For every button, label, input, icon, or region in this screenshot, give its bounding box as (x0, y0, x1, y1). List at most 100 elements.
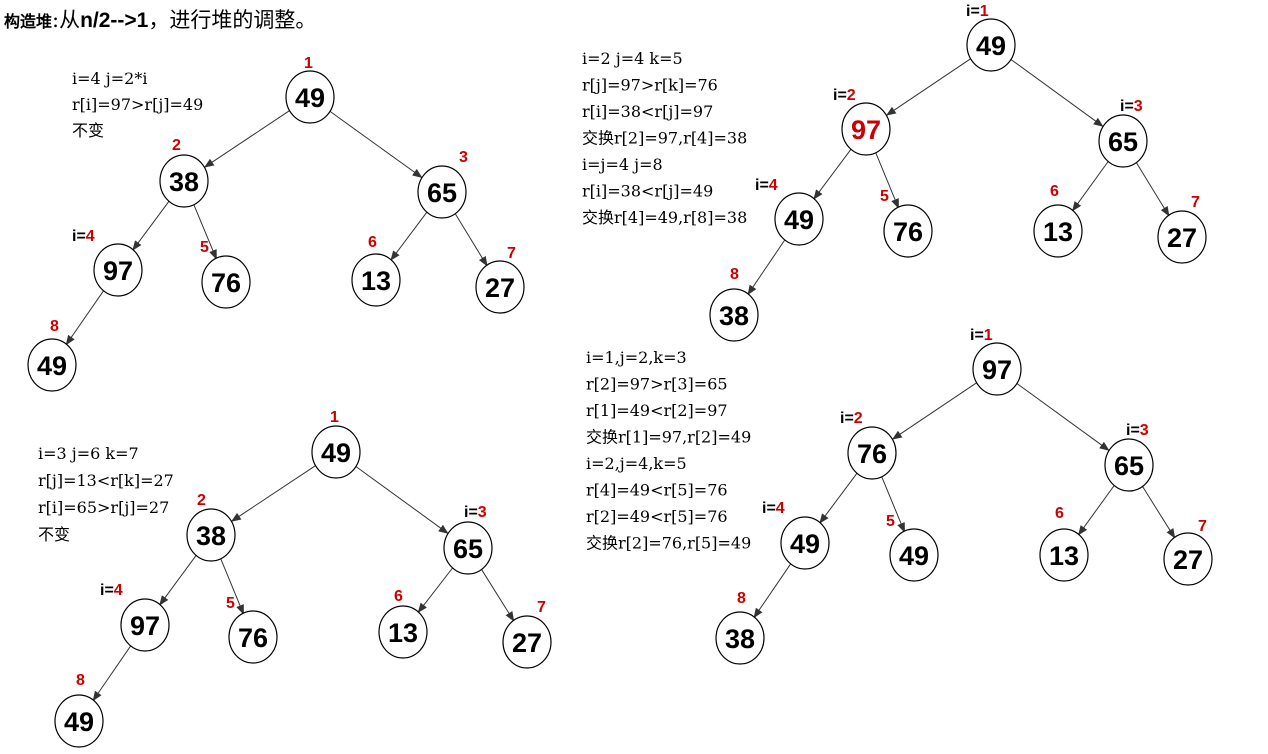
step-note: i=j=4 j=8 (582, 155, 663, 174)
node-circle (201, 255, 251, 309)
node-circle (889, 528, 939, 582)
index-number: 6 (1050, 183, 1059, 200)
tree-node: 97i=2 (833, 87, 891, 156)
node-value: 27 (485, 273, 515, 303)
node-circle (1039, 528, 1089, 582)
index-number: 5 (880, 188, 889, 205)
node-circle (351, 253, 401, 307)
node-circle (311, 425, 361, 479)
index-number: 3 (1134, 98, 1143, 115)
tree-edge (819, 472, 859, 524)
index-number: 2 (854, 410, 863, 427)
step-note: i=1,j=2,k=3 (586, 348, 687, 367)
node-value: 38 (169, 167, 199, 197)
node-value: 49 (64, 707, 94, 737)
tree-node: 97i=4 (100, 582, 170, 652)
tree-node: 49 8 (54, 672, 104, 748)
node-value: 65 (1114, 451, 1144, 481)
tree-edge (885, 57, 972, 116)
node-circle (1098, 114, 1148, 168)
tree-edge (454, 212, 488, 267)
tree-edge (747, 238, 786, 296)
node-value: 97 (103, 256, 133, 286)
tree-edge (480, 568, 515, 622)
node-index-label: 5 (226, 595, 235, 612)
tree-node: 65 i=3 (443, 504, 493, 575)
tree-edge (1141, 485, 1176, 539)
index-number: 1 (980, 3, 989, 20)
tree-edge (753, 562, 792, 619)
node-index-label: i=4 (100, 582, 123, 599)
index-number: 1 (304, 55, 313, 72)
index-number: 8 (730, 266, 739, 283)
index-number: 6 (1055, 505, 1064, 522)
node-circle (502, 615, 552, 669)
node-value: 38 (719, 301, 749, 331)
tree-edge (1010, 58, 1104, 127)
node-value: 49 (321, 438, 351, 468)
tree-node: 495 (886, 513, 939, 582)
node-index-label: i=1 (970, 327, 993, 344)
tree-edge (192, 203, 217, 260)
index-prefix: i= (755, 177, 769, 194)
node-circle (780, 516, 830, 570)
page-title: 构造堆:从n/2-->1，进行堆的调整。 (4, 4, 316, 34)
node-circle (1163, 532, 1213, 586)
node-circle (841, 102, 891, 156)
tree-node: 277 (475, 245, 525, 314)
tree-edge (230, 464, 317, 522)
node-circle (93, 243, 143, 297)
tree-panel-step-i3: i=3 j=6 k=7r[j]=13<r[k]=27r[i]=65>r[j]=2… (38, 409, 552, 748)
tree-edge (1016, 382, 1110, 451)
node-index-label: i=2 (833, 87, 856, 104)
step-note: r[2]=97>r[3]=65 (586, 375, 728, 394)
node-index-label: 7 (1198, 518, 1207, 535)
tree-edge (417, 566, 454, 613)
tree-node: 76i=2 (840, 410, 897, 480)
index-number: 5 (200, 239, 209, 256)
index-prefix: i= (840, 410, 854, 427)
node-value: 65 (1108, 127, 1138, 157)
index-number: 5 (886, 513, 895, 530)
step-note: r[i]=65>r[j]=27 (38, 498, 169, 517)
step-note: 交换r[2]=97,r[4]=38 (582, 129, 747, 148)
index-number: 7 (1191, 194, 1200, 211)
tree-node: 49i=4 (762, 500, 830, 570)
step-note: r[i]=38<r[j]=97 (582, 102, 713, 121)
tree-node: 49 1 (311, 409, 361, 479)
tree-edge (880, 475, 905, 533)
node-value: 76 (211, 268, 241, 298)
tree-panel-step-i4: i=4 j=2*ir[i]=97>r[j]=49不变49138265397i=4… (27, 55, 525, 392)
node-index-label: i=3 (464, 504, 487, 521)
step-note: r[4]=49<r[5]=76 (586, 481, 728, 500)
index-number: 2 (172, 137, 181, 154)
tree-node: 97 i=1 (970, 327, 1022, 396)
step-note: r[2]=49<r[5]=76 (586, 507, 728, 526)
node-value: 49 (295, 83, 325, 113)
node-value: 27 (512, 628, 542, 658)
index-prefix: i= (970, 327, 984, 344)
node-circle (1157, 210, 1207, 264)
index-number: 8 (737, 590, 746, 607)
node-circle (1104, 438, 1154, 492)
index-number: 3 (459, 149, 468, 166)
node-index-label: 1 (330, 409, 339, 426)
index-number: 3 (478, 504, 487, 521)
node-circle (54, 694, 104, 748)
node-value: 65 (453, 534, 483, 564)
node-value: 97 (982, 355, 1012, 385)
node-index-label: 2 (172, 137, 181, 154)
index-number: 8 (76, 672, 85, 689)
index-number: 7 (537, 599, 546, 616)
tree-node: 382 (186, 492, 236, 562)
tree-node: 65i=3 (1098, 98, 1148, 168)
index-number: 4 (114, 582, 123, 599)
title-range: n/2-->1 (80, 9, 149, 32)
node-index-label: 5 (886, 513, 895, 530)
tree-edge (159, 554, 198, 606)
node-index-label: 1 (304, 55, 313, 72)
title-cong: 从 (59, 8, 81, 32)
node-index-label: 8 (737, 590, 746, 607)
index-prefix: i= (100, 582, 114, 599)
